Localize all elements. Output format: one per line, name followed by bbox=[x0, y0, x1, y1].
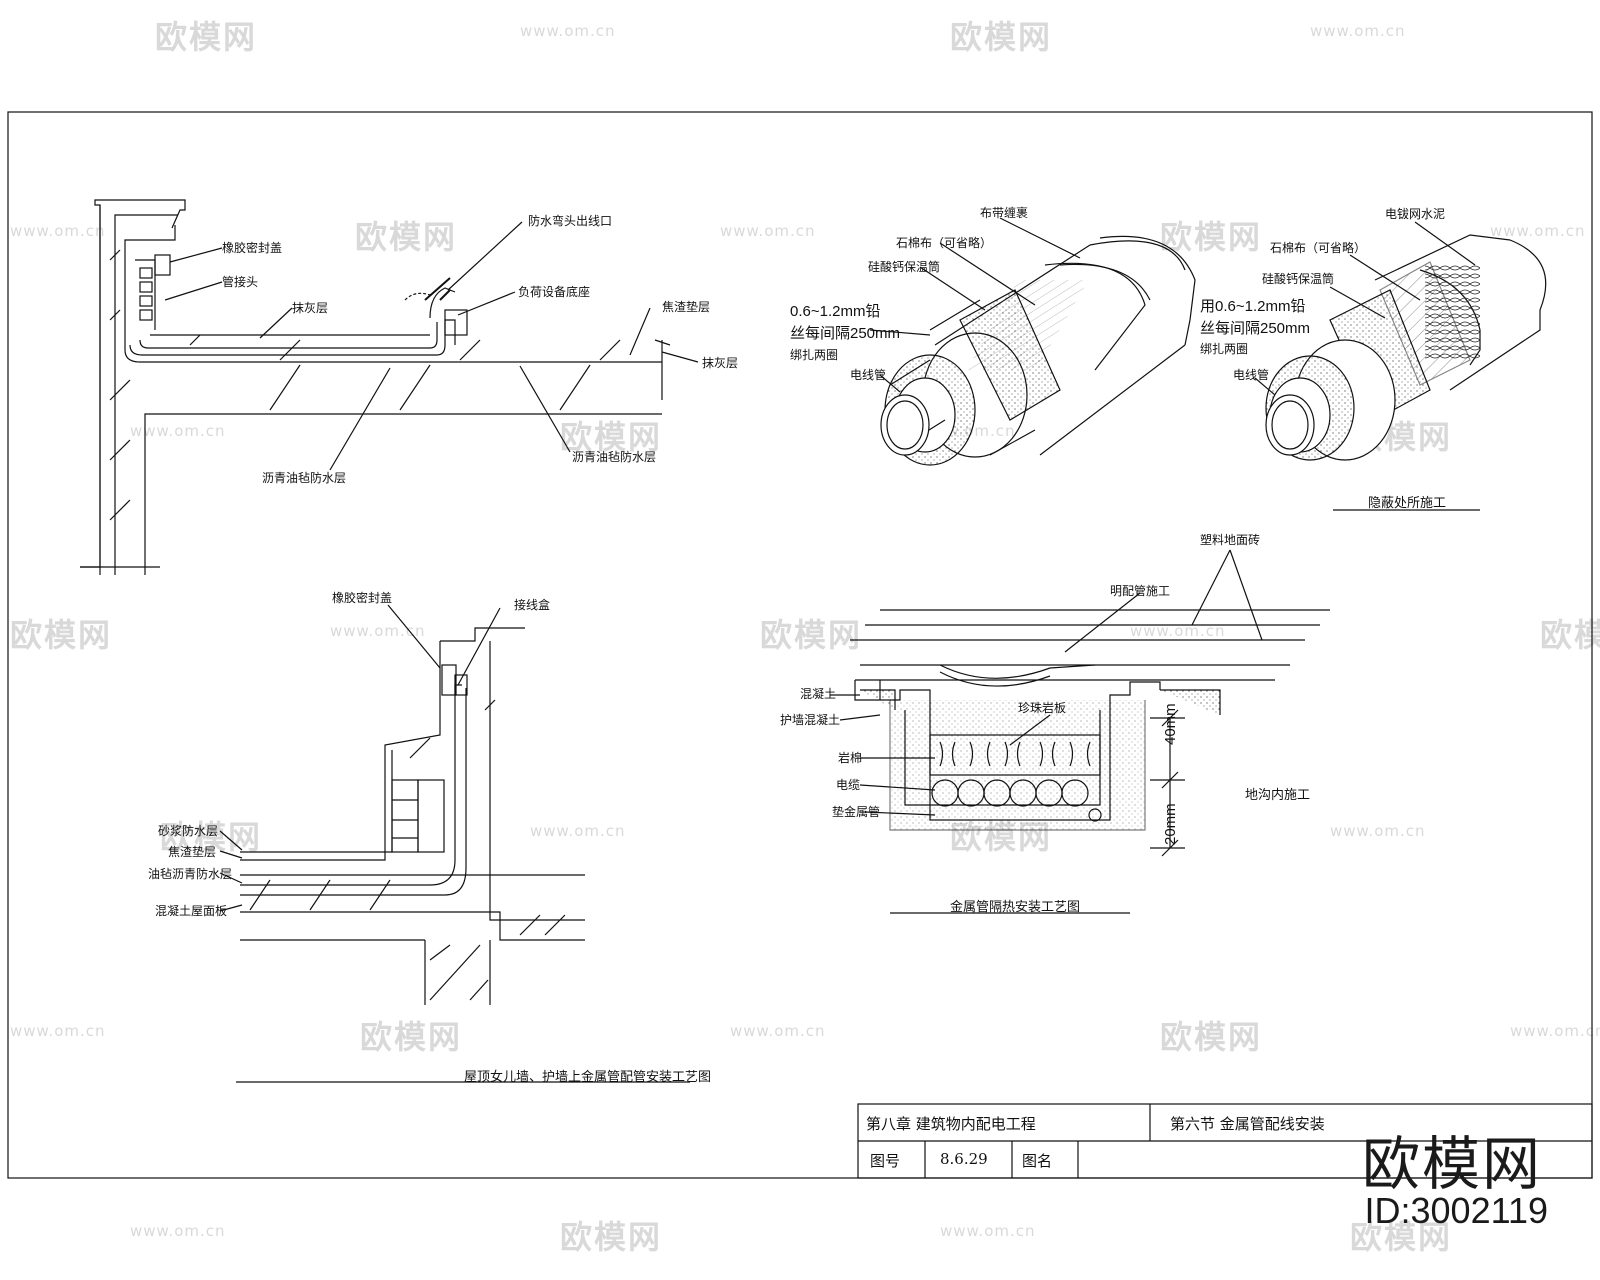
label-wire-note-1: 0.6~1.2mm铅 bbox=[790, 303, 881, 320]
label-plastic-tile: 塑料地面砖 bbox=[1200, 533, 1261, 547]
sheet-border bbox=[7, 111, 1593, 1179]
label-exposed-conduit: 明配管施工 bbox=[1110, 584, 1171, 598]
label-trench: 地沟内施工 bbox=[1245, 788, 1311, 803]
label-felt-layer: 油毡沥青防水层 bbox=[148, 867, 233, 881]
drawing4-caption: 隐蔽处所施工 bbox=[1368, 496, 1447, 511]
title-chapter: 第八章 建筑物内配电工程 bbox=[866, 1115, 1036, 1133]
title-id-label: 图号 bbox=[870, 1152, 901, 1170]
label-sand-layer: 砂浆防水层 bbox=[158, 824, 219, 838]
label-asphalt-right: 沥青油毡防水层 bbox=[572, 450, 657, 464]
drawing2-caption: 屋顶女儿墙、护墙上金属管配管安装工艺图 bbox=[464, 1070, 712, 1085]
label-cinder-layer: 焦渣垫层 bbox=[662, 300, 711, 314]
label-rubber-cap: 橡胶密封盖 bbox=[222, 241, 283, 255]
drawing1-arrow bbox=[424, 277, 451, 301]
label-asphalt-left: 沥青油毡防水层 bbox=[262, 471, 347, 485]
label-cloth-tape: 布带缠裹 bbox=[980, 206, 1029, 220]
label-concrete-slab: 混凝土屋面板 bbox=[155, 904, 228, 918]
label-cotton-cloth: 石棉布（可省略） bbox=[896, 236, 993, 250]
brand-name: 欧模网 bbox=[1361, 1130, 1542, 1198]
label-silicate: 硅酸钙保温筒 bbox=[868, 260, 941, 274]
label-concrete: 混凝土 bbox=[800, 687, 837, 701]
label-cinder-layer: 焦渣垫层 bbox=[168, 845, 217, 859]
title-name-label: 图名 bbox=[1022, 1152, 1053, 1170]
label-rubber-cap: 橡胶密封盖 bbox=[332, 591, 393, 605]
brand-id: ID:3002119 bbox=[1364, 1190, 1548, 1231]
label-silicate: 硅酸钙保温筒 bbox=[1262, 272, 1335, 286]
drawing1-geometry bbox=[80, 199, 699, 575]
title-section: 第六节 金属管配线安装 bbox=[1170, 1115, 1325, 1133]
label-rock-wool: 岩棉 bbox=[838, 751, 863, 765]
label-cable: 电缆 bbox=[836, 778, 861, 792]
label-pipe-head: 管接头 bbox=[222, 275, 259, 289]
label-metal-pipe: 垫金属管 bbox=[832, 805, 881, 819]
label-wire-note-1: 用0.6~1.2mm铅 bbox=[1200, 298, 1306, 315]
label-wire-note-2: 丝每间隔250mm bbox=[790, 325, 901, 342]
label-junction-box: 接线盒 bbox=[514, 598, 551, 612]
label-equipment-base: 负荷设备底座 bbox=[518, 285, 591, 299]
label-dim-40: 40mm bbox=[1162, 703, 1179, 745]
drawing2-geometry bbox=[219, 604, 585, 1005]
label-plaster-right: 抹灰层 bbox=[702, 356, 739, 370]
label-wire-note-3: 绑扎两圈 bbox=[790, 348, 839, 362]
title-id-value: 8.6.29 bbox=[940, 1150, 988, 1168]
label-dim-20: 20mm bbox=[1162, 803, 1179, 845]
label-waterproof-bend: 防水弯头出线口 bbox=[528, 214, 613, 228]
label-protective-concrete: 护墙混凝土 bbox=[780, 713, 841, 727]
drawing5-caption: 金属管隔热安装工艺图 bbox=[950, 900, 1081, 915]
label-cotton-cloth: 石棉布（可省略） bbox=[1270, 241, 1367, 255]
drawing3-geometry bbox=[869, 217, 1196, 466]
label-plaster: 抹灰层 bbox=[292, 301, 329, 315]
title-block-frame bbox=[857, 1103, 1593, 1179]
label-mesh-cement: 电钹网水泥 bbox=[1385, 207, 1446, 221]
drawing5-geometry bbox=[830, 549, 1330, 857]
label-conduit: 电线管 bbox=[1233, 368, 1270, 382]
label-wire-note-2: 丝每间隔250mm bbox=[1200, 320, 1311, 337]
drawing4-geometry bbox=[1254, 221, 1547, 461]
label-wire-note-3: 绑扎两圈 bbox=[1200, 342, 1249, 356]
label-conduit: 电线管 bbox=[850, 368, 887, 382]
label-perlite-board: 珍珠岩板 bbox=[1018, 701, 1067, 715]
